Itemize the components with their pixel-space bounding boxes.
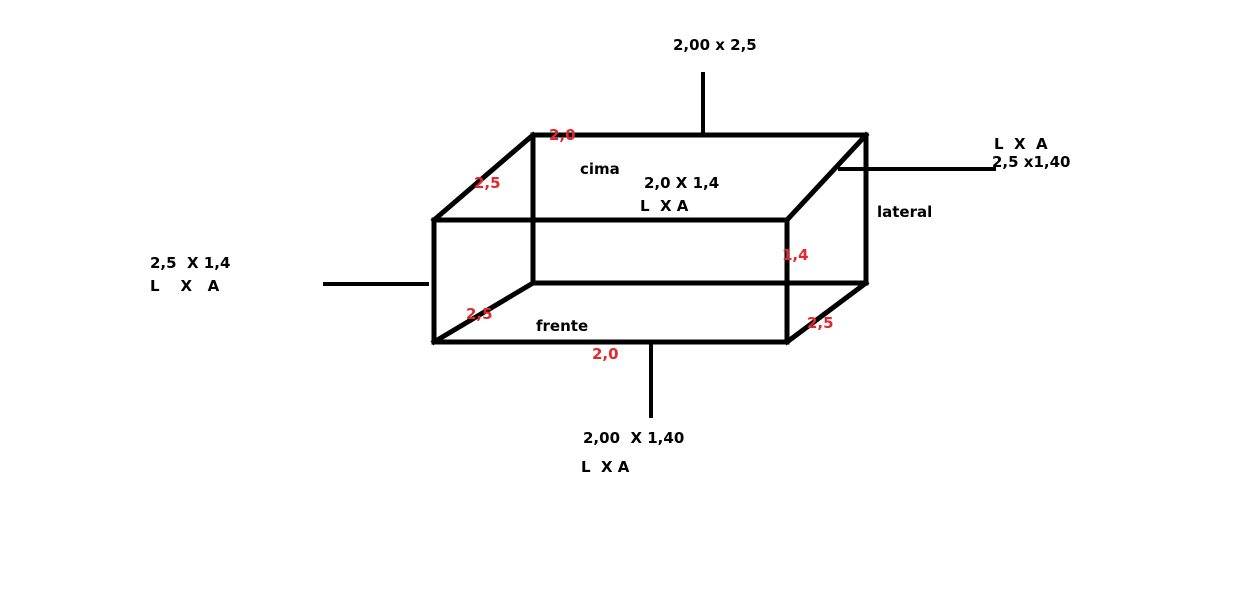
callout-left-dims: 2,5 X 1,4 <box>150 254 230 272</box>
face-label-side: lateral <box>877 203 932 221</box>
depth-edge-bottom-right <box>783 279 870 346</box>
dim-label-front-bottom: 2,0 <box>592 345 619 363</box>
dim-label-front-right-height: 1,4 <box>782 246 809 264</box>
callout-right-dims: 2,5 x1,40 <box>992 153 1070 171</box>
dim-label-back-top: 2,0 <box>549 126 576 144</box>
callout-top-outer-dims: 2,00 x 2,5 <box>673 36 757 54</box>
front-face <box>431 217 790 345</box>
dim-label-left-bottom-depth: 2,5 <box>466 305 493 323</box>
depth-edge-bottom-left <box>430 279 537 346</box>
callout-top-inner-legend: L X A <box>640 197 689 215</box>
depth-edge-top-left <box>430 131 537 224</box>
callout-left-legend: L X A <box>150 277 220 295</box>
callout-top-inner-dims: 2,0 X 1,4 <box>644 174 719 192</box>
callout-right-legend: L X A <box>994 135 1048 153</box>
dim-label-right-bottom-depth: 2,5 <box>807 314 834 332</box>
callout-bottom-legend: L X A <box>581 458 630 476</box>
back-face <box>530 132 869 286</box>
callout-bottom-dims: 2,00 X 1,40 <box>583 429 684 447</box>
depth-edge-top-right <box>783 131 870 224</box>
face-label-front: frente <box>536 317 588 335</box>
leader-lines <box>323 72 996 418</box>
dim-label-left-top-depth: 2,5 <box>474 174 501 192</box>
depth-edges <box>430 131 870 346</box>
face-label-top: cima <box>580 160 620 178</box>
